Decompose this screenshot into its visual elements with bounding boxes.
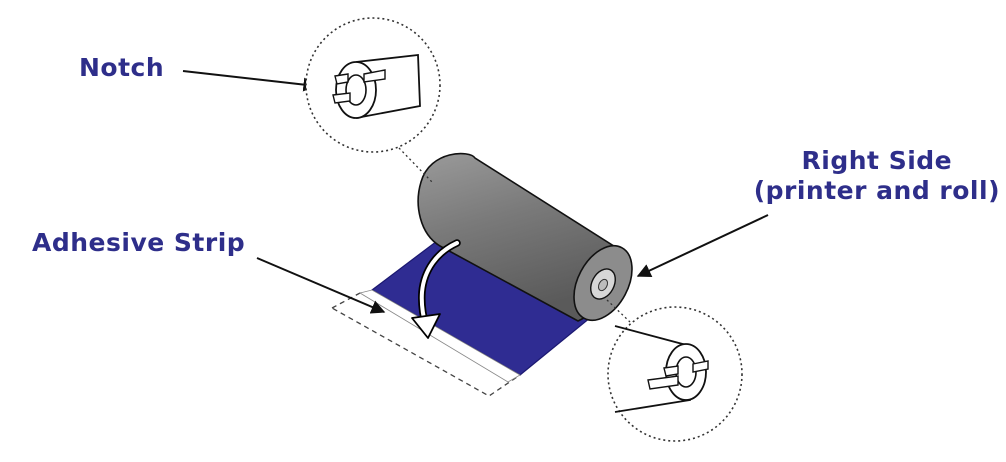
adhesive-strip — [358, 289, 521, 383]
adhesive-strip-label: Adhesive Strip — [32, 228, 246, 257]
right-side-callout-arrow — [636, 214, 769, 277]
notch-detail-circle — [305, 17, 441, 153]
curved-arrow-icon — [411, 239, 461, 339]
notch-callout-arrow — [182, 70, 318, 92]
right-side-detail-circle — [607, 306, 743, 442]
right-side-label-line1: Right Side — [801, 146, 953, 175]
right-side-label: Right Side (printer and roll) — [754, 146, 1000, 206]
core-notch-icon-right — [614, 325, 709, 413]
right-side-label-line2: (printer and roll) — [753, 176, 1000, 205]
notch-label: Notch — [79, 53, 165, 82]
core-notch-icon — [332, 53, 421, 119]
adhesive-callout-arrow — [256, 257, 386, 314]
